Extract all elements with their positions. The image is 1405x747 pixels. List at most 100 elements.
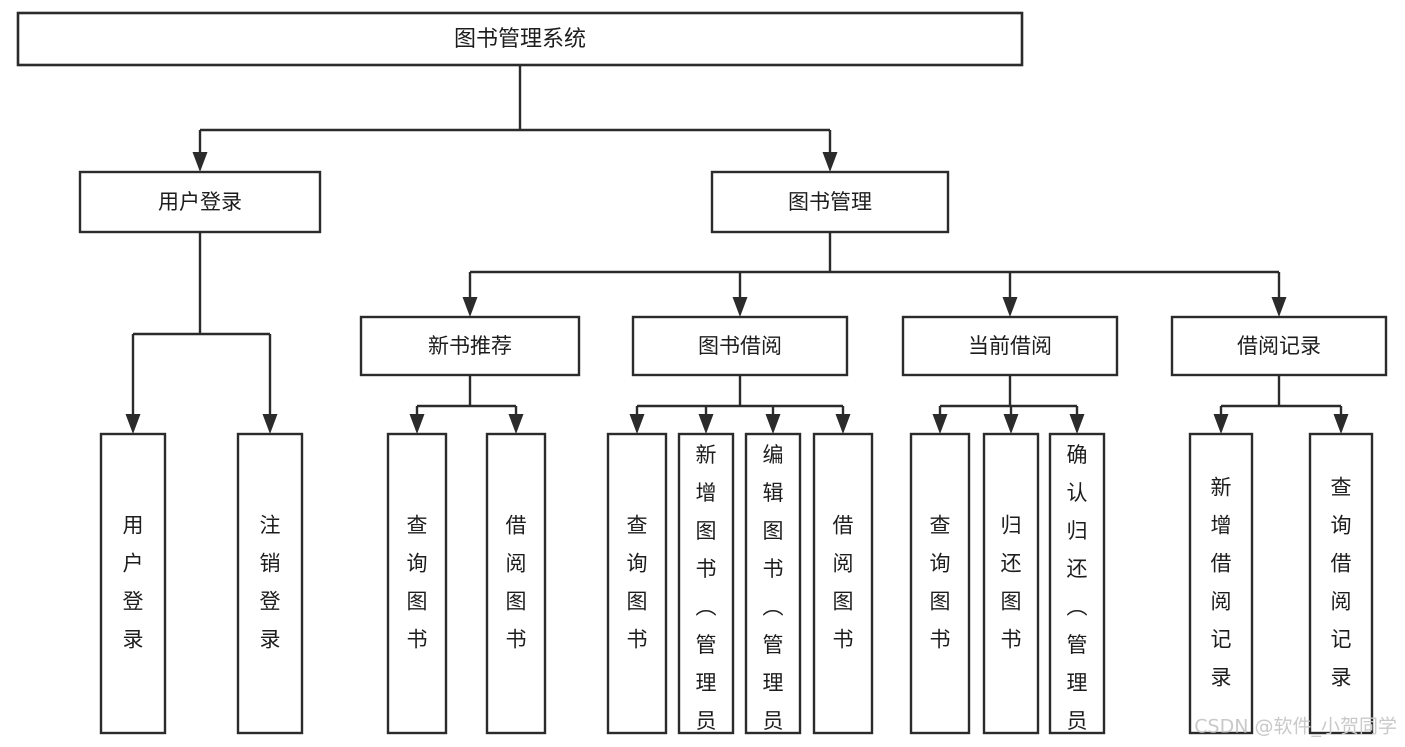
node-label-char: 登 — [123, 590, 144, 614]
node-label-char: 录 — [1211, 666, 1232, 690]
node-label-char: 理 — [696, 671, 717, 695]
node-label-char: 新 — [696, 443, 717, 467]
node-box-user-login[interactable] — [78, 170, 322, 234]
node-user-login[interactable]: 用户登录 — [78, 170, 322, 234]
node-book-manage[interactable]: 图书管理 — [710, 170, 950, 234]
node-label-new-book-recommend: 新书推荐 — [428, 334, 512, 358]
node-label-char: 户 — [123, 552, 144, 576]
node-current-borrow[interactable]: 当前借阅 — [901, 315, 1119, 377]
node-label-char: 记 — [1331, 628, 1352, 652]
node-box-book-borrow[interactable] — [631, 315, 849, 377]
node-label-char: 书 — [407, 628, 428, 652]
arrow-head-icon — [409, 414, 425, 434]
node-box-leaf-query-book-2[interactable] — [606, 432, 668, 735]
node-label-char: 记 — [1211, 628, 1232, 652]
node-label-char: 图 — [1001, 590, 1022, 614]
node-box-new-book-recommend[interactable] — [359, 315, 581, 377]
node-root[interactable]: 图书管理系统 — [16, 11, 1024, 67]
node-label-char: 借 — [1211, 552, 1232, 576]
arrow-head-icon — [1213, 414, 1229, 434]
node-label-char: 管 — [1067, 633, 1088, 657]
arrow-head-icon — [1333, 414, 1349, 434]
node-label-char: 查 — [1331, 476, 1352, 500]
node-label-char: 录 — [260, 628, 281, 652]
node-new-book-recommend[interactable]: 新书推荐 — [359, 315, 581, 377]
node-box-leaf-query-record[interactable] — [1308, 432, 1374, 735]
arrow-head-icon — [1002, 297, 1018, 317]
node-label-char: ︵ — [763, 595, 784, 619]
node-label-char: 询 — [407, 552, 428, 576]
node-box-book-manage[interactable] — [710, 170, 950, 234]
connector-group-bus-user-login — [125, 232, 278, 434]
node-label-char: 理 — [763, 671, 784, 695]
arrow-head-icon — [732, 297, 748, 317]
node-box-leaf-edit-book[interactable] — [744, 432, 802, 735]
arrow-head-icon — [932, 414, 948, 434]
connector-layer — [125, 65, 1349, 434]
node-label-char: 增 — [696, 481, 717, 505]
node-label-char: 书 — [506, 628, 527, 652]
node-layer: 图书管理系统用户登录图书管理新书推荐图书借阅当前借阅借阅记录用户登录注销登录查询… — [16, 11, 1388, 747]
arrow-head-icon — [192, 152, 208, 172]
node-label-char: 图 — [930, 590, 951, 614]
node-box-leaf-user-login[interactable] — [99, 432, 167, 735]
node-label-root: 图书管理系统 — [454, 27, 586, 52]
node-label-char: 查 — [407, 514, 428, 538]
connector-group-bus-book-manage — [462, 232, 1287, 317]
watermark-text: CSDN @软件_小贺同学 — [1194, 716, 1397, 738]
node-label-char: 阅 — [506, 552, 527, 576]
node-box-leaf-user-logout[interactable] — [236, 432, 304, 735]
node-label-char: 用 — [123, 514, 144, 538]
node-box-leaf-borrow-book-2[interactable] — [812, 432, 874, 735]
node-label-char: ︵ — [1067, 595, 1088, 619]
node-box-leaf-return-book[interactable] — [982, 432, 1040, 735]
node-box-leaf-add-book[interactable] — [677, 432, 735, 735]
node-label-char: 查 — [930, 514, 951, 538]
arrow-head-icon — [462, 297, 478, 317]
node-book-borrow[interactable]: 图书借阅 — [631, 315, 849, 377]
node-label-char: 管 — [696, 633, 717, 657]
node-label-char: 图 — [833, 590, 854, 614]
arrow-head-icon — [835, 414, 851, 434]
node-label-char: 员 — [1067, 709, 1088, 733]
node-label-char: 询 — [930, 552, 951, 576]
node-box-leaf-query-book-1[interactable] — [386, 432, 448, 735]
node-label-char: 书 — [696, 557, 717, 581]
node-label-char: 书 — [627, 628, 648, 652]
node-box-borrow-record[interactable] — [1170, 315, 1388, 377]
node-label-char: 员 — [763, 709, 784, 733]
node-box-current-borrow[interactable] — [901, 315, 1119, 377]
node-label-book-manage: 图书管理 — [788, 190, 872, 214]
connector-group-bus-new-book — [409, 375, 524, 434]
node-box-root[interactable] — [16, 11, 1024, 67]
node-label-char: 注 — [260, 514, 281, 538]
node-box-leaf-borrow-book-1[interactable] — [485, 432, 547, 735]
connector-group-bus-current-borrow — [932, 375, 1085, 434]
node-box-leaf-add-record[interactable] — [1188, 432, 1254, 735]
arrow-head-icon — [765, 414, 781, 434]
node-leaf-user-login[interactable]: 用户登录 — [99, 432, 167, 735]
arrow-head-icon — [1271, 297, 1287, 317]
node-label-char: 书 — [763, 557, 784, 581]
node-box-leaf-query-book-3[interactable] — [909, 432, 971, 735]
node-label-char: 图 — [763, 519, 784, 543]
node-label-char: 录 — [123, 628, 144, 652]
node-label-char: 还 — [1001, 552, 1022, 576]
node-box-leaf-confirm-return[interactable] — [1048, 432, 1106, 735]
node-label-char: 询 — [627, 552, 648, 576]
node-borrow-record[interactable]: 借阅记录 — [1170, 315, 1388, 377]
